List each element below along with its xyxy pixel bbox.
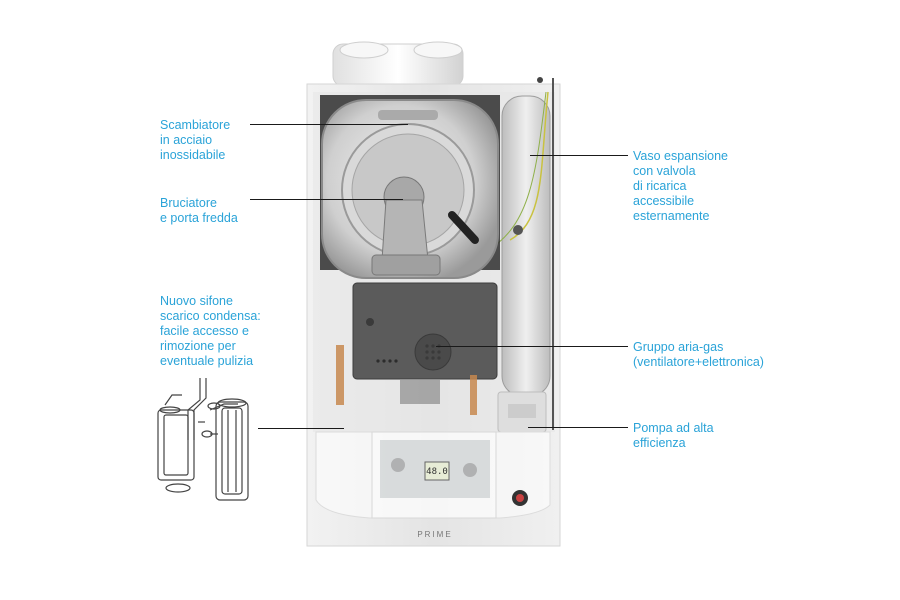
expansion-vessel: [487, 91, 551, 397]
brand-logo: PRIME: [417, 530, 453, 539]
burner: [371, 176, 479, 276]
siphon-drawing: [157, 378, 249, 501]
callout-pump-line: [528, 427, 628, 428]
callout-air-gas-group-line: [436, 346, 628, 347]
callout-pump-label: Pompa ad alta efficienza: [633, 421, 714, 450]
callout-heat-exchanger-label: Scambiatore in acciaio inossidabile: [160, 118, 231, 162]
control-panel: [315, 431, 551, 519]
callout-expansion-vessel-label: Vaso espansione con valvola di ricarica …: [633, 149, 728, 223]
temperature-display: 48.0: [426, 467, 448, 477]
flue-pipes: [332, 41, 464, 87]
callout-air-gas-group-label: Gruppo aria-gas (ventilatore+elettronica…: [633, 340, 764, 369]
callout-burner-line: [250, 199, 403, 200]
copper-pipes: [336, 345, 477, 415]
callout-expansion-vessel-line: [530, 155, 628, 156]
callout-siphon-line: [258, 428, 344, 429]
callout-heat-exchanger-line: [250, 124, 408, 125]
air-gas-group: [352, 282, 498, 380]
pump: [497, 391, 547, 433]
callout-burner-label: Bruciatore e porta fredda: [160, 196, 238, 225]
callout-siphon-label: Nuovo sifone scarico condensa: facile ac…: [160, 294, 261, 368]
